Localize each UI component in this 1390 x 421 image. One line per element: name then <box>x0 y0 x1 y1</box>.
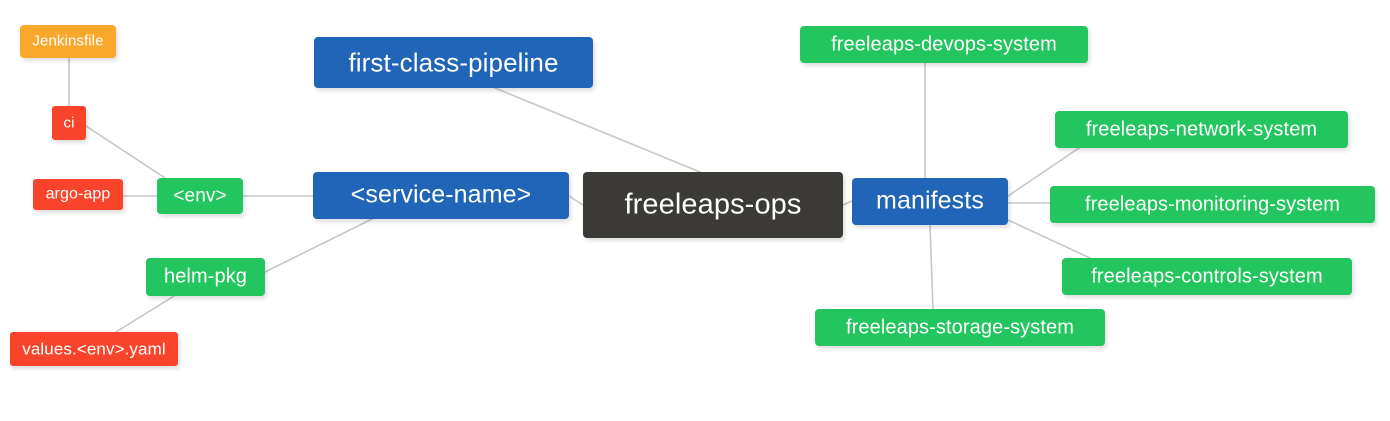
node-label: <env> <box>173 185 227 206</box>
edge-env-to-ci <box>85 125 166 179</box>
edge-helm-pkg-to-values-env-yaml <box>115 295 175 333</box>
node-label: argo-app <box>45 185 111 202</box>
node-label: first-class-pipeline <box>348 47 559 77</box>
node-label: manifests <box>876 186 984 215</box>
edge-freeleaps-ops-to-service-name <box>568 195 584 206</box>
edge-freeleaps-ops-to-first-class-pipeline <box>494 87 701 173</box>
edge-service-name-to-helm-pkg <box>264 218 373 273</box>
edge-manifests-to-freeleaps-storage-system <box>929 224 934 310</box>
node-argo-app[interactable]: argo-app <box>33 179 123 210</box>
node-freeleaps-monitoring-system[interactable]: freeleaps-monitoring-system <box>1050 186 1375 223</box>
node-env[interactable]: <env> <box>157 178 243 214</box>
edge-manifests-to-freeleaps-controls-system <box>1007 219 1091 259</box>
node-label: ci <box>63 114 75 131</box>
node-freeleaps-controls-system[interactable]: freeleaps-controls-system <box>1062 258 1352 295</box>
node-manifests[interactable]: manifests <box>852 178 1008 225</box>
node-label: freeleaps-storage-system <box>845 316 1075 338</box>
node-jenkinsfile[interactable]: Jenkinsfile <box>20 25 116 58</box>
node-label: freeleaps-network-system <box>1085 118 1318 140</box>
node-label: freeleaps-monitoring-system <box>1084 193 1340 215</box>
node-helm-pkg[interactable]: helm-pkg <box>146 258 265 296</box>
node-values-env-yaml[interactable]: values.<env>.yaml <box>10 332 178 366</box>
node-label: helm-pkg <box>163 265 248 288</box>
node-label: <service-name> <box>350 180 532 209</box>
node-ci[interactable]: ci <box>52 106 86 140</box>
node-label: Jenkinsfile <box>32 32 104 50</box>
node-freeleaps-storage-system[interactable]: freeleaps-storage-system <box>815 309 1105 346</box>
node-freeleaps-network-system[interactable]: freeleaps-network-system <box>1055 111 1348 148</box>
node-first-class-pipeline[interactable]: first-class-pipeline <box>314 37 593 88</box>
node-label: freeleaps-ops <box>624 188 802 220</box>
node-service-name[interactable]: <service-name> <box>313 172 569 219</box>
node-label: freeleaps-devops-system <box>831 33 1057 55</box>
node-label: freeleaps-controls-system <box>1091 265 1323 287</box>
node-label: values.<env>.yaml <box>22 339 166 358</box>
node-freeleaps-ops[interactable]: freeleaps-ops <box>583 172 843 238</box>
edge-freeleaps-ops-to-manifests <box>842 200 853 206</box>
node-freeleaps-devops-system[interactable]: freeleaps-devops-system <box>800 26 1088 63</box>
